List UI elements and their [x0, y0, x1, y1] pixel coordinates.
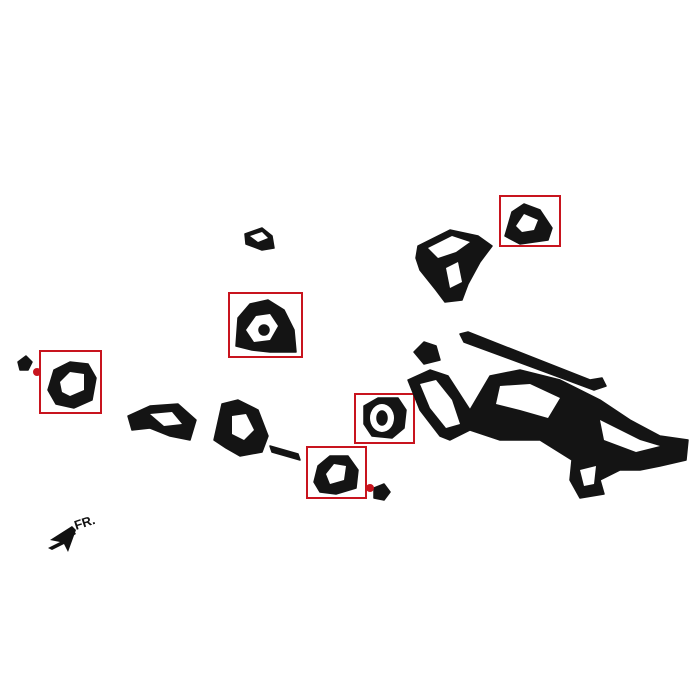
mount-insert-upper-right	[504, 203, 553, 245]
highlight-box-2	[228, 292, 303, 358]
bushing	[363, 397, 407, 439]
bolt	[269, 445, 301, 461]
red-dot	[366, 484, 374, 492]
front-label: FR.	[72, 512, 97, 533]
mount-insert-center	[235, 299, 297, 353]
highlight-box-1	[499, 195, 561, 247]
front-direction-indicator: FR.	[48, 512, 97, 552]
highlight-box-3	[39, 350, 102, 414]
small-stud-right	[373, 483, 391, 501]
small-stud-left	[17, 355, 41, 376]
mount-insert-lower	[313, 455, 359, 495]
highlight-box-5	[306, 446, 367, 499]
mount-bracket-middle	[213, 399, 269, 457]
small-bracket-top	[244, 227, 275, 251]
small-cone	[413, 341, 441, 365]
subframe	[407, 369, 689, 499]
mount-bracket-upper-right	[415, 229, 493, 303]
mount-bracket-left	[127, 403, 197, 441]
highlight-box-4	[354, 393, 415, 444]
mount-insert-left	[47, 361, 97, 409]
link-rod	[459, 331, 607, 391]
